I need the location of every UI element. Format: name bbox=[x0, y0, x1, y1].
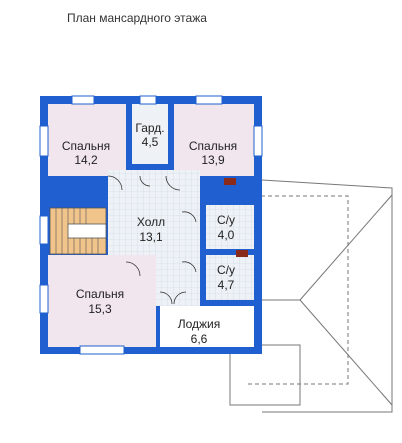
plan-title: План мансардного этажа bbox=[67, 11, 207, 25]
room-bedroom-nw: Спальня 14,2 bbox=[62, 139, 110, 167]
bedroom-sw-floor bbox=[48, 255, 156, 347]
roof-outline bbox=[229, 179, 393, 413]
room-bedroom-ne: Спальня 13,9 bbox=[189, 139, 237, 167]
svg-text:4,7: 4,7 bbox=[218, 278, 235, 292]
staircase bbox=[49, 207, 107, 255]
room-hall: Холл 13,1 bbox=[137, 215, 165, 244]
chimney-2 bbox=[236, 250, 248, 257]
room-bath-2: С/у 4,7 bbox=[217, 263, 235, 292]
svg-text:Спальня: Спальня bbox=[62, 139, 110, 153]
bath-1-floor bbox=[206, 205, 254, 249]
svg-text:С/у: С/у bbox=[217, 263, 235, 277]
chimney-1 bbox=[224, 178, 236, 185]
svg-text:4,0: 4,0 bbox=[218, 228, 235, 242]
bath-2-floor bbox=[206, 255, 254, 300]
svg-text:13,1: 13,1 bbox=[139, 230, 163, 244]
room-bath-1: С/у 4,0 bbox=[217, 213, 235, 242]
svg-text:15,3: 15,3 bbox=[88, 302, 112, 316]
room-loggia: Лоджия 6,6 bbox=[178, 317, 221, 346]
svg-text:4,5: 4,5 bbox=[142, 135, 159, 149]
room-wardrobe: Гард. 4,5 bbox=[135, 121, 164, 149]
svg-text:Гард.: Гард. bbox=[135, 121, 164, 135]
hall-lower bbox=[156, 255, 200, 306]
svg-text:13,9: 13,9 bbox=[201, 153, 225, 167]
svg-text:С/у: С/у bbox=[217, 213, 235, 227]
svg-text:14,2: 14,2 bbox=[74, 153, 98, 167]
svg-text:Лоджия: Лоджия bbox=[178, 317, 221, 331]
windows bbox=[39, 95, 263, 355]
bedroom-ne-floor bbox=[174, 104, 254, 176]
loggia-floor bbox=[160, 306, 254, 347]
bedroom-nw-floor bbox=[48, 104, 126, 176]
svg-text:Холл: Холл bbox=[137, 215, 165, 229]
door-swings bbox=[107, 175, 197, 305]
room-bedroom-sw: Спальня 15,3 bbox=[76, 287, 124, 316]
svg-text:6,6: 6,6 bbox=[191, 332, 208, 346]
svg-text:Спальня: Спальня bbox=[189, 139, 237, 153]
wardrobe-floor bbox=[132, 104, 168, 164]
svg-text:Спальня: Спальня bbox=[76, 287, 124, 301]
